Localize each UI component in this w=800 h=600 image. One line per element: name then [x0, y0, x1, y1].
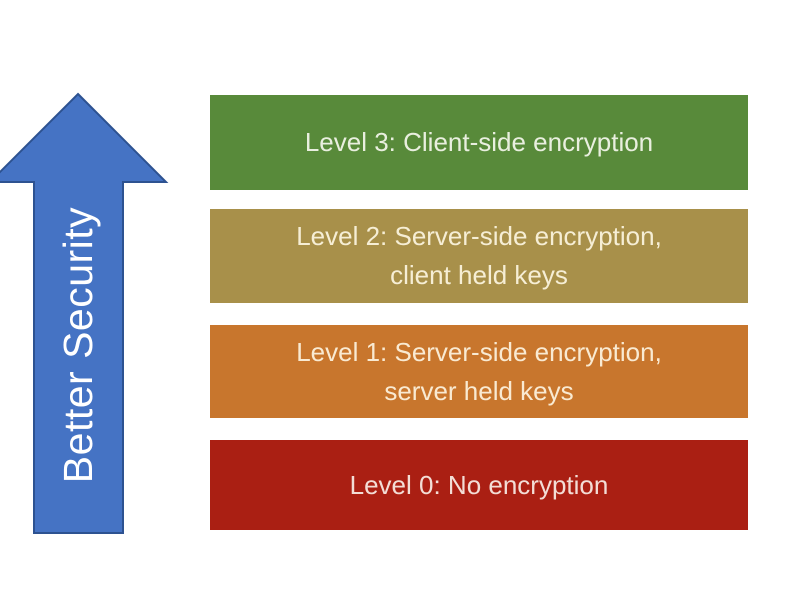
level-2-bar: Level 2: Server-side encryption, client …: [210, 209, 748, 303]
level-2-label-line1: Level 2: Server-side encryption,: [296, 221, 662, 251]
better-security-arrow: [0, 92, 169, 534]
level-0-label-line1: Level 0: No encryption: [349, 469, 609, 500]
arrow-axis-label: Better Security: [54, 206, 101, 484]
level-3-label-line1: Level 3: Client-side encryption: [304, 127, 654, 157]
level-3-bar: Level 3: Client-side encryption: [210, 95, 748, 190]
level-0-bar: Level 0: No encryption: [210, 440, 748, 530]
levels-stack: Level 3: Client-side encryption Level 2:…: [210, 0, 748, 600]
level-1-label-line2: server held keys: [384, 375, 574, 406]
level-2-label-line2: client held keys: [390, 260, 568, 290]
level-1-label-line1: Level 1: Server-side encryption,: [296, 336, 662, 367]
level-1-bar: Level 1: Server-side encryption, server …: [210, 325, 748, 418]
up-arrow-shape: [0, 92, 169, 534]
